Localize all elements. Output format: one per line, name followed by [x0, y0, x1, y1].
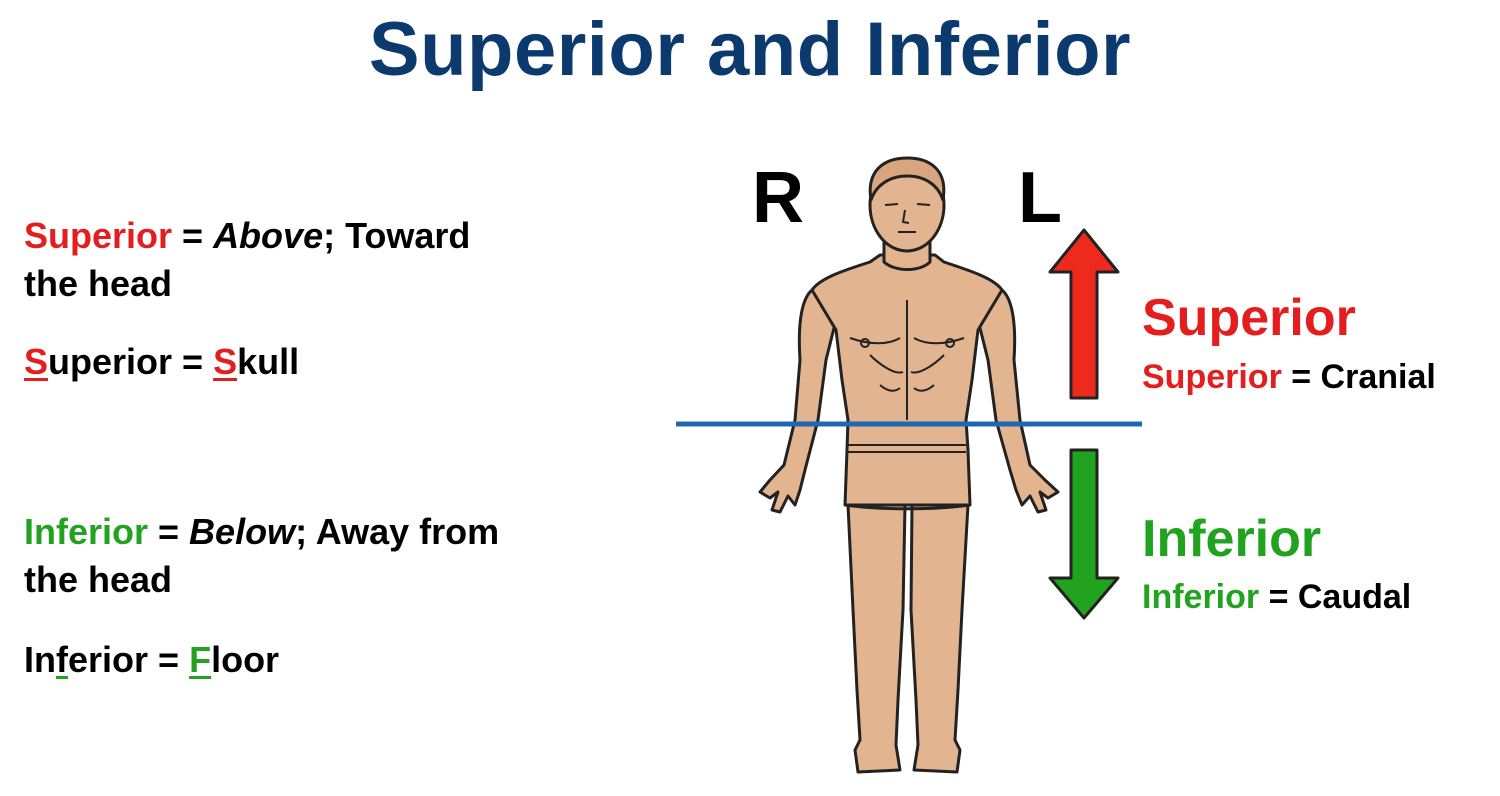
- left-nipple: [945, 338, 955, 348]
- skull-rest: kull: [237, 341, 300, 382]
- right-side-label: R: [752, 158, 804, 238]
- floor-initial: F: [189, 639, 212, 680]
- green-down-arrow-icon: [1048, 448, 1120, 620]
- superior-term: Superior: [24, 215, 173, 256]
- inferior-definition: Inferior = Below; Away from the head: [24, 508, 499, 604]
- equals: =: [148, 639, 190, 680]
- inferior-prefix: In: [24, 639, 56, 680]
- equals: =: [148, 511, 190, 552]
- right-leg: [846, 503, 907, 774]
- inferior-caudal: Inferior = Caudal: [1142, 580, 1411, 614]
- page-title: Superior and Inferior: [368, 7, 1132, 92]
- toward-text: ; Toward: [323, 215, 471, 256]
- red-up-arrow-icon: [1048, 228, 1120, 400]
- superior-mnemonic: Superior = Skull: [24, 338, 299, 386]
- the-head-text: the head: [24, 559, 173, 600]
- skull-initial: S: [213, 341, 238, 382]
- right-arm: [758, 288, 838, 514]
- inferior-rest: erior: [68, 639, 149, 680]
- left-leg: [909, 503, 970, 774]
- cranial-text: = Cranial: [1281, 358, 1436, 396]
- away-text: ; Away from: [295, 511, 500, 552]
- inferior-term: Inferior: [1142, 578, 1260, 616]
- left-side-label: L: [1018, 158, 1062, 238]
- superior-initial: S: [24, 341, 49, 382]
- superior-cranial: Superior = Cranial: [1142, 360, 1436, 394]
- equals: =: [172, 215, 214, 256]
- superior-heading: Superior: [1142, 289, 1356, 347]
- below-word: Below: [189, 511, 296, 552]
- equals: =: [172, 341, 214, 382]
- floor-rest: loor: [211, 639, 280, 680]
- superior-term: Superior: [1142, 358, 1282, 396]
- face-features: [884, 203, 931, 233]
- inferior-term: Inferior: [24, 511, 149, 552]
- human-body-figure: [758, 156, 1060, 774]
- left-arm: [976, 288, 1060, 514]
- inferior-mnemonic: Inferior = Floor: [24, 636, 279, 684]
- above-word: Above: [213, 215, 324, 256]
- inferior-heading: Inferior: [1142, 510, 1322, 568]
- hair: [868, 156, 946, 202]
- superior-rest: uperior: [48, 341, 173, 382]
- underwear-line: [844, 503, 971, 511]
- superior-definition: Superior = Above; Toward the head: [24, 212, 470, 308]
- the-head-text: the head: [24, 263, 173, 304]
- caudal-text: = Caudal: [1259, 578, 1412, 616]
- torso-details: [848, 300, 966, 453]
- right-nipple: [860, 338, 870, 348]
- inferior-f: f: [56, 639, 68, 680]
